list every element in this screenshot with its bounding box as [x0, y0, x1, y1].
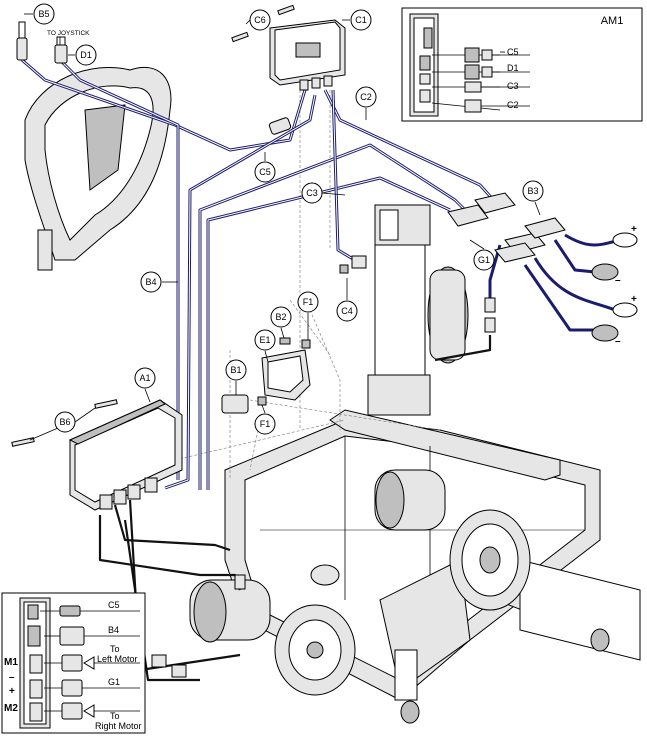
seat-shroud [24, 66, 172, 271]
a1-label-left-to: To [110, 644, 120, 654]
callout-f1-top: F1 [297, 291, 319, 340]
battery-plus-1: + [631, 224, 637, 235]
a1-label-plus: + [9, 686, 15, 697]
a1-label-left-motor: Left Motor [97, 654, 138, 664]
callout-b4: B4 [140, 271, 178, 293]
lift-actuator [367, 204, 469, 416]
callout-c3: C3 [301, 182, 346, 204]
callout-c5: C5 [254, 152, 276, 183]
caster-wheels [394, 628, 610, 724]
callout-b2: B2 [270, 306, 292, 339]
callout-e1: E1 [254, 329, 276, 363]
callout-c6: C6 [245, 9, 271, 31]
callout-c2: C2 [355, 86, 377, 120]
svg-text:B1: B1 [230, 365, 241, 375]
harness-d1 [58, 58, 180, 480]
svg-text:C5: C5 [259, 167, 271, 177]
callout-c1: C1 [342, 9, 372, 31]
battery-plus-2: + [631, 294, 637, 305]
callout-c4: C4 [336, 278, 358, 322]
harness-c4 [331, 89, 359, 264]
a1-label-g1: G1 [108, 677, 120, 687]
drive-motor-right [374, 469, 531, 611]
inset-a1: C5 B4 To Left Motor G1 To Right Motor M1… [1, 592, 146, 734]
svg-text:C4: C4 [341, 306, 353, 316]
a1-label-c5: C5 [108, 600, 120, 610]
svg-text:B2: B2 [275, 312, 286, 322]
connector-c5 [268, 117, 292, 135]
screws-c6 [231, 4, 295, 43]
inset-am1: AM1 C5 D1 C3 C2 [401, 7, 643, 122]
callout-b5: B5 [24, 3, 55, 25]
svg-text:B3: B3 [527, 186, 538, 196]
connector-b5 [16, 21, 28, 61]
svg-text:B4: B4 [145, 277, 156, 287]
a1-label-m2: M2 [4, 703, 18, 714]
svg-text:C3: C3 [306, 188, 318, 198]
am1-label-c5: C5 [507, 47, 519, 57]
svg-text:A1: A1 [139, 373, 150, 383]
connector-c4 [339, 255, 367, 274]
svg-text:C2: C2 [360, 92, 372, 102]
part-b1 [221, 394, 249, 414]
svg-text:C6: C6 [254, 15, 266, 25]
callout-d1: D1 [68, 44, 97, 66]
svg-text:D1: D1 [80, 50, 92, 60]
am1-label-d1: D1 [507, 63, 519, 73]
svg-text:F1: F1 [260, 419, 271, 429]
callout-b6: B6 [29, 407, 96, 441]
a1-label-right-to: To [110, 711, 120, 721]
harness-main [198, 143, 472, 490]
a1-label-m1: M1 [4, 657, 18, 668]
a1-label-right-motor: Right Motor [95, 721, 142, 731]
battery-minus-2: – [615, 336, 621, 347]
battery-connectors [447, 192, 566, 263]
am1-label-c3: C3 [507, 81, 519, 91]
module-c1 [269, 19, 346, 91]
svg-text:E1: E1 [259, 335, 270, 345]
svg-text:C1: C1 [355, 15, 367, 25]
svg-text:G1: G1 [478, 255, 490, 265]
callout-g1: G1 [469, 239, 495, 271]
svg-text:B6: B6 [59, 417, 70, 427]
battery-minus-1: – [615, 275, 621, 286]
part-b2 [279, 337, 291, 345]
callout-f1-bottom: F1 [254, 404, 276, 435]
motor-connectors [151, 574, 246, 678]
to-joystick-label: TO JOYSTICK [47, 30, 90, 37]
a1-label-b4: B4 [108, 625, 119, 635]
callout-a1: A1 [134, 367, 156, 403]
battery-terminals: + – + – [591, 224, 638, 347]
callout-b1: B1 [225, 359, 247, 395]
screws-b6 [11, 399, 118, 447]
drive-motor-left [189, 564, 356, 696]
svg-text:F1: F1 [303, 297, 314, 307]
callout-b3: B3 [522, 180, 544, 216]
bracket-e1 [261, 349, 311, 401]
harness-b4 [164, 94, 317, 490]
inset-am1-title: AM1 [601, 15, 624, 27]
connector-d1 [54, 36, 68, 64]
connector-g1-lift [484, 297, 496, 333]
am1-label-c2: C2 [507, 100, 519, 110]
svg-text:B5: B5 [38, 9, 49, 19]
module-a1 [68, 399, 183, 511]
a1-label-minus: – [9, 672, 15, 683]
